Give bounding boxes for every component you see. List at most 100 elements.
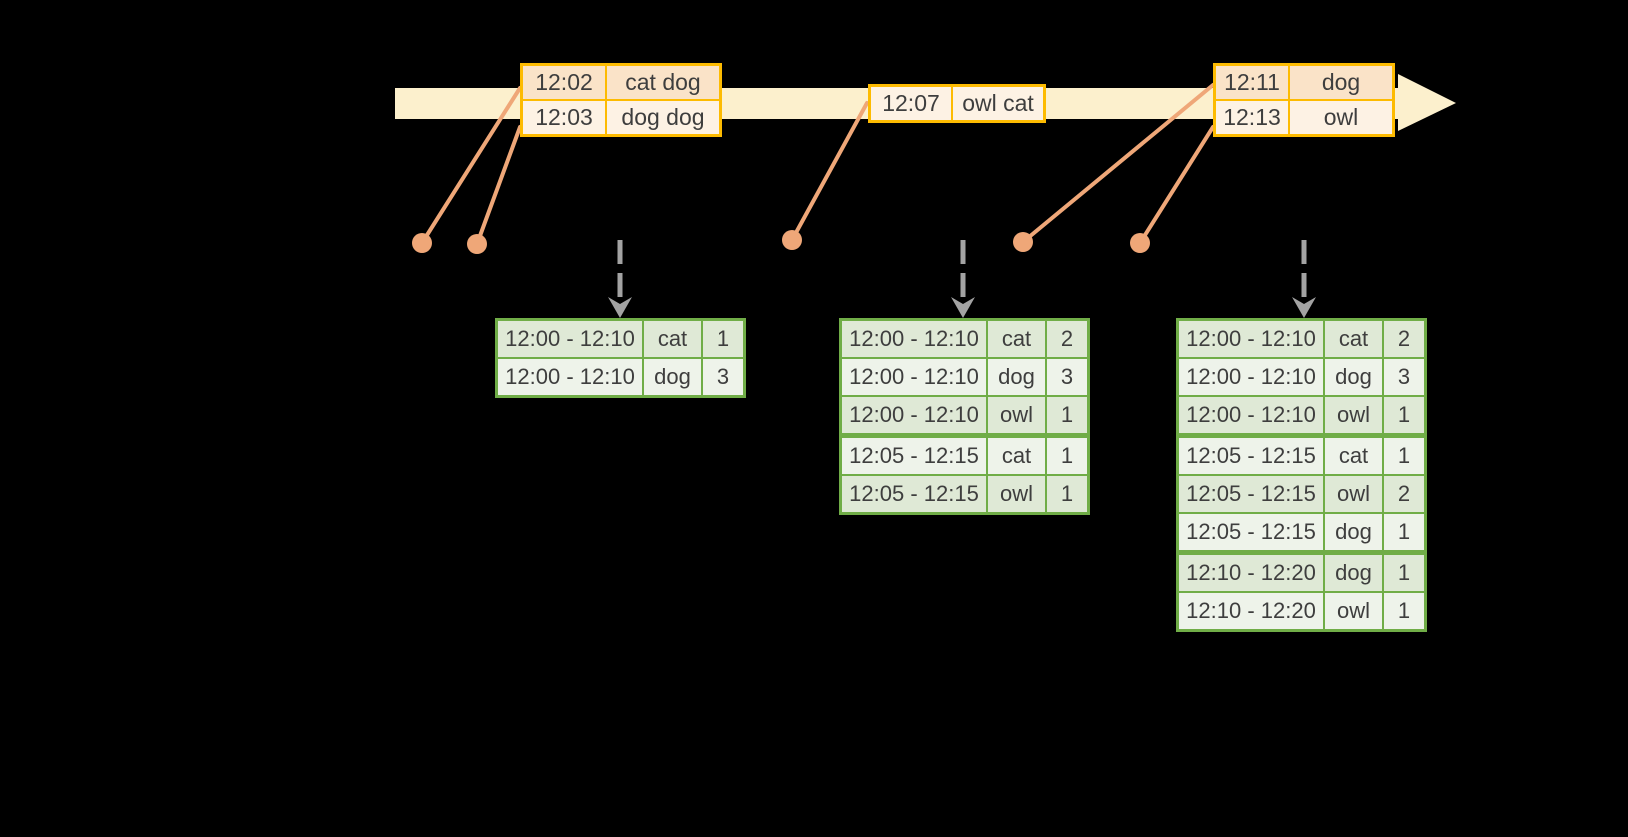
trigger-arrow-icon (1292, 240, 1316, 318)
result-count-cell: 3 (1045, 357, 1090, 397)
result-word-cell: owl (1323, 474, 1384, 514)
result-word-cell: dog (1323, 357, 1384, 397)
event-words-cell: dog dog (605, 99, 722, 137)
event-time-cell: 12:07 (868, 84, 953, 123)
result-window-cell: 12:10 - 12:20 (1176, 591, 1325, 632)
result-window-cell: 12:05 - 12:15 (1176, 433, 1325, 476)
result-word-cell: dog (986, 357, 1047, 397)
event-time-cell: 12:11 (1213, 63, 1290, 101)
result-window-cell: 12:05 - 12:15 (1176, 512, 1325, 554)
result-window-cell: 12:05 - 12:15 (839, 433, 988, 476)
result-word-cell: cat (986, 318, 1047, 359)
trigger-arrow-icon (608, 240, 632, 318)
result-window-cell: 12:00 - 12:10 (495, 357, 644, 398)
result-word-cell: dog (1323, 550, 1384, 593)
event-dot (412, 233, 432, 253)
result-count-cell: 2 (1382, 474, 1427, 514)
result-word-cell: cat (986, 433, 1047, 476)
event-connector-line (790, 101, 869, 242)
result-window-cell: 12:00 - 12:10 (839, 357, 988, 397)
result-count-cell: 1 (1382, 512, 1427, 554)
result-count-cell: 1 (1382, 591, 1427, 632)
event-dot (782, 230, 802, 250)
result-word-cell: owl (1323, 591, 1384, 632)
event-time-cell: 12:13 (1213, 99, 1290, 137)
event-time-cell: 12:02 (520, 63, 607, 101)
result-window-cell: 12:05 - 12:15 (1176, 474, 1325, 514)
result-count-cell: 1 (1045, 395, 1090, 437)
result-word-cell: cat (642, 318, 703, 359)
event-words-cell: dog (1288, 63, 1395, 101)
event-time-cell: 12:03 (520, 99, 607, 137)
trigger-arrow-icon (951, 240, 975, 318)
event-connector-line (1138, 125, 1215, 245)
result-window-cell: 12:00 - 12:10 (1176, 318, 1325, 359)
result-count-cell: 1 (701, 318, 746, 359)
event-connector-line (475, 125, 522, 246)
result-count-cell: 2 (1045, 318, 1090, 359)
result-word-cell: owl (1323, 395, 1384, 437)
event-words-cell: owl (1288, 99, 1395, 137)
result-count-cell: 1 (1045, 433, 1090, 476)
result-word-cell: cat (1323, 433, 1384, 476)
result-word-cell: dog (1323, 512, 1384, 554)
event-dot (1130, 233, 1150, 253)
result-window-cell: 12:00 - 12:10 (1176, 357, 1325, 397)
result-window-cell: 12:10 - 12:20 (1176, 550, 1325, 593)
result-count-cell: 1 (1382, 550, 1427, 593)
result-window-cell: 12:00 - 12:10 (1176, 395, 1325, 437)
result-word-cell: dog (642, 357, 703, 398)
timeline-arrowhead-icon (1398, 74, 1456, 131)
result-word-cell: cat (1323, 318, 1384, 359)
event-words-cell: owl cat (951, 84, 1046, 123)
result-count-cell: 1 (1045, 474, 1090, 515)
result-word-cell: owl (986, 395, 1047, 437)
result-window-cell: 12:05 - 12:15 (839, 474, 988, 515)
event-words-cell: cat dog (605, 63, 722, 101)
event-connector-line (1021, 83, 1215, 244)
result-count-cell: 1 (1382, 433, 1427, 476)
result-window-cell: 12:00 - 12:10 (495, 318, 644, 359)
event-connector-line (420, 86, 522, 245)
result-count-cell: 3 (701, 357, 746, 398)
event-dot (1013, 232, 1033, 252)
result-count-cell: 2 (1382, 318, 1427, 359)
result-word-cell: owl (986, 474, 1047, 515)
result-window-cell: 12:00 - 12:10 (839, 318, 988, 359)
result-count-cell: 1 (1382, 395, 1427, 437)
result-count-cell: 3 (1382, 357, 1427, 397)
